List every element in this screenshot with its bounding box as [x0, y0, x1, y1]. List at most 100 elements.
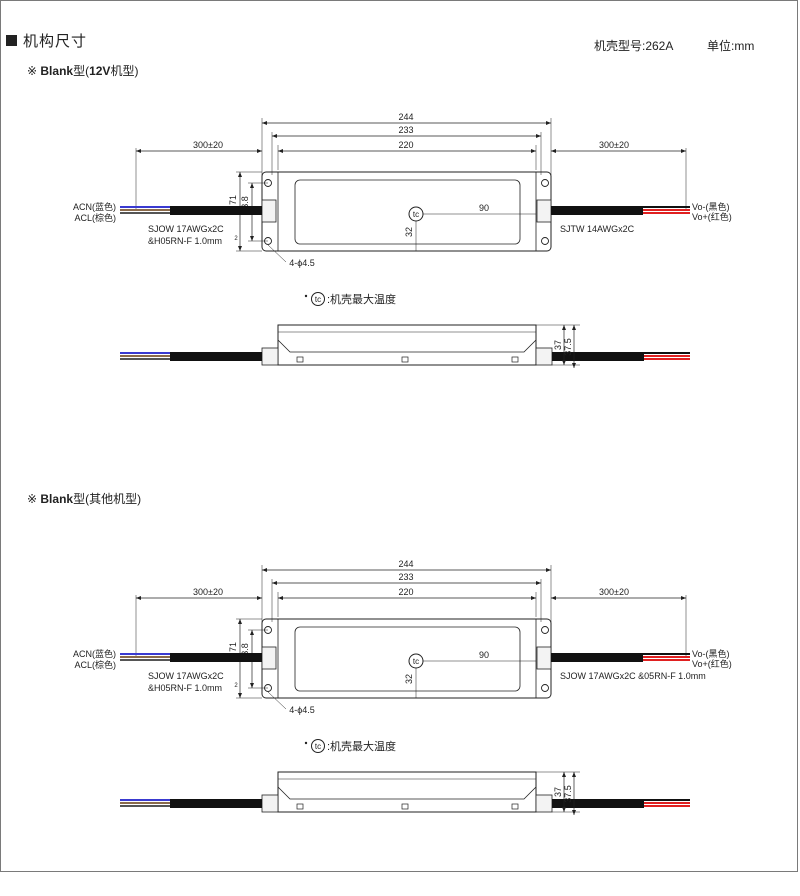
section-bold2: 12V [89, 64, 111, 78]
dim-side-h2-label: 37.5 [563, 338, 573, 356]
holes-label: 4-ϕ4.5 [289, 258, 315, 268]
side-view-slot-1 [401, 803, 409, 810]
dim-cable-in-label: 300±20 [193, 587, 223, 597]
tc-note-text: :机壳最大温度 [327, 292, 396, 306]
dim-body-arrow-right [536, 581, 541, 585]
dim-side-h1-arrow-bottom [562, 807, 566, 812]
tc-note-circle [311, 292, 325, 306]
input-cable-spec1: SJOW 17AWGx2C [148, 224, 224, 234]
dim-side-h1-arrow-top [562, 772, 566, 777]
squared-superscript: 2 [234, 236, 238, 242]
dim-side-h2-arrow-bottom [572, 810, 576, 815]
dim-cable-in-arrow-left [136, 149, 141, 153]
output-gland [536, 199, 552, 223]
holes-leader [267, 244, 287, 263]
housing-outline [261, 618, 552, 699]
dim-overall-arrow-right [546, 568, 551, 572]
side-view-output-cable [552, 352, 644, 361]
side-view-slot-0 [296, 356, 304, 363]
acl-label: ACL(棕色) [74, 212, 116, 223]
dim-hole-pitch-arrow-top [250, 630, 254, 635]
dim-height-arrow-top [238, 172, 242, 177]
dim-body-arrow-left [272, 581, 277, 585]
housing-body [277, 618, 537, 699]
label-area [294, 626, 521, 692]
output-cable-spec: SJTW 14AWGx2C [560, 224, 635, 234]
dim-hole-pitch-label: 53.8 [240, 196, 250, 214]
mounting-hole-2 [264, 237, 272, 245]
tc-note-symbol: tc [315, 295, 321, 304]
vo-neg-label: Vo-(黑色) [692, 648, 730, 659]
mounting-hole-0 [264, 626, 272, 634]
holes-leader [267, 691, 287, 710]
dim-cable-in-label: 300±20 [193, 140, 223, 150]
side-view-body [277, 324, 537, 366]
dim-overall-arrow-right [546, 121, 551, 125]
mounting-hole-0 [264, 179, 272, 187]
input-gland [261, 199, 277, 223]
tc-note-dot [304, 741, 308, 745]
section-prefix: ※ [27, 64, 41, 78]
dim-inner-label: 220 [398, 587, 413, 597]
side-view-base [277, 339, 537, 353]
vo-pos-label: Vo+(红色) [692, 211, 732, 222]
squared-superscript: 2 [234, 683, 238, 689]
output-cable-spec: SJOW 17AWGx2C &05RN-F 1.0mm [560, 671, 706, 681]
acl-label: ACL(棕色) [74, 659, 116, 670]
dim-inner-arrow-left [278, 149, 283, 153]
input-cable-jacket [170, 653, 262, 662]
dim-height-arrow-bottom [238, 693, 242, 698]
side-view-input-cable [170, 352, 262, 361]
dim-cable-out-arrow-right [681, 149, 686, 153]
dim-tc-y-label: 32 [404, 674, 414, 684]
dim-hole-pitch-arrow-bottom [250, 683, 254, 688]
dim-body-label: 233 [398, 125, 413, 135]
side-view-gland-left [261, 794, 279, 813]
dim-body-label: 233 [398, 572, 413, 582]
section-header: 机构尺寸 [6, 30, 87, 51]
dim-hole-pitch-label: 53.8 [240, 643, 250, 661]
dim-inner-arrow-right [531, 596, 536, 600]
section-title-other: ※ Blank型(其他机型) [27, 490, 141, 507]
housing-body [277, 171, 537, 252]
section-end: 机型) [110, 64, 139, 78]
input-cable-spec2: &H05RN-F 1.0mm [148, 236, 222, 246]
section-bold: Blank [40, 492, 74, 506]
dim-overall-label: 244 [398, 559, 413, 569]
dim-hole-pitch-arrow-bottom [250, 236, 254, 241]
dim-height-label: 71 [228, 195, 238, 205]
dim-side-h2-arrow-top [572, 772, 576, 777]
tc-note-dot [304, 294, 308, 298]
side-view-slot-1 [401, 356, 409, 363]
side-view-gland-left [261, 347, 279, 366]
mounting-hole-3 [541, 237, 549, 245]
side-view-base [277, 786, 537, 800]
dim-side-h2-arrow-top [572, 325, 576, 330]
dim-side-h1-arrow-top [562, 325, 566, 330]
mounting-hole-2 [264, 684, 272, 692]
tc-note-symbol: tc [315, 742, 321, 751]
side-view-slot-2 [511, 803, 519, 810]
dim-tc-y-label: 32 [404, 227, 414, 237]
dim-overall-arrow-left [262, 568, 267, 572]
vo-pos-label: Vo+(红色) [692, 658, 732, 669]
input-cable-spec2: &H05RN-F 1.0mm [148, 683, 222, 693]
acn-label: ACN(蓝色) [73, 648, 116, 659]
section-title-12v: ※ Blank型(12V机型) [27, 62, 138, 79]
dim-inner-arrow-left [278, 596, 283, 600]
mounting-hole-1 [541, 626, 549, 634]
dim-tc-x-label: 90 [479, 203, 489, 213]
dim-body-arrow-left [272, 134, 277, 138]
section-rest: 型(其他机型) [73, 492, 142, 506]
input-cable-jacket [170, 206, 262, 215]
side-view-output-cable [552, 799, 644, 808]
side-view-input-cable [170, 799, 262, 808]
square-bullet-icon [6, 35, 17, 46]
dim-side-h1-arrow-bottom [562, 360, 566, 365]
case-model-label: 机壳型号:262A [594, 39, 674, 53]
header-title: 机构尺寸 [23, 33, 88, 50]
side-view-body [277, 771, 537, 813]
